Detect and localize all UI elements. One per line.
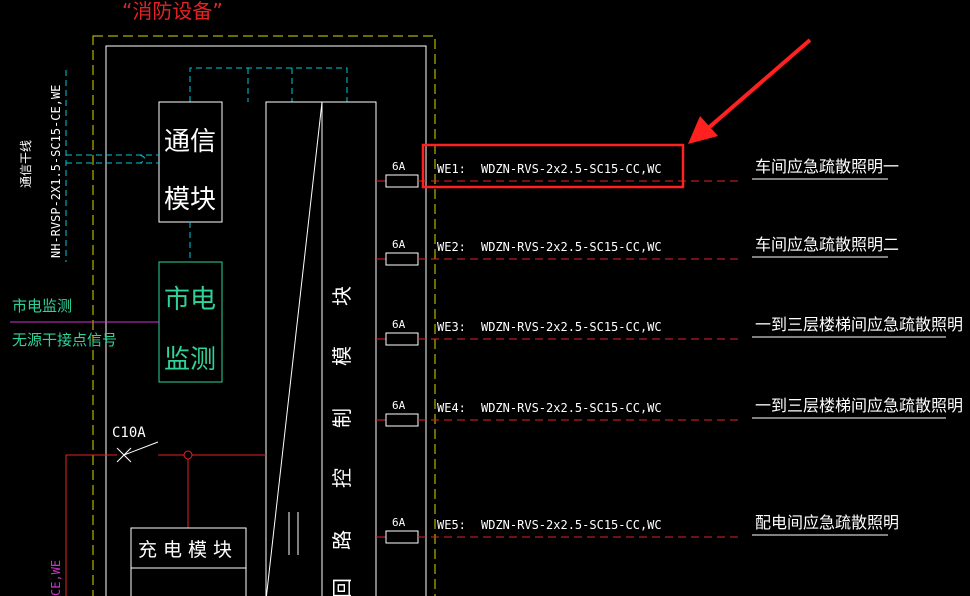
comm-trunk-lines	[65, 70, 159, 262]
circuit-destination: 车间应急疏散照明一	[755, 157, 899, 176]
circuit-destination: 一到三层楼梯间应急疏散照明	[755, 315, 963, 334]
loop-control-diagonal	[265, 101, 323, 596]
circuit-fuse	[385, 252, 419, 266]
circuit-destination: 配电间应急疏散照明	[755, 513, 899, 532]
side-cable-label: NH-RVSP-2X1.5-SC15-CE,WE	[49, 85, 63, 258]
highlight-box	[421, 143, 685, 189]
panel-title: “消防设备”	[122, 0, 223, 23]
comm-module-label-2: 模块	[164, 185, 216, 215]
dry-contact-label: 无源干接点信号	[12, 331, 117, 349]
loop-control-char: 块	[330, 286, 354, 306]
circuit-destination: 一到三层楼梯间应急疏散照明	[755, 396, 963, 415]
circuit-cable: WDZN-RVS-2x2.5-SC15-CC,WC	[481, 401, 662, 415]
circuit-fuse	[385, 174, 419, 188]
loop-control-char: 控	[330, 468, 354, 488]
main-breaker-rating: C10A	[112, 425, 146, 441]
circuit-fuse	[385, 530, 419, 544]
circuit-fuse-rating: 6A	[392, 318, 406, 331]
circuit-cable: WDZN-RVS-2x2.5-SC15-CC,WC	[481, 320, 662, 334]
circuit-id: WE4:	[437, 401, 466, 415]
circuit-fuse	[385, 413, 419, 427]
loop-control-char: 路	[330, 530, 354, 550]
circuit-fuse-rating: 6A	[392, 160, 406, 173]
circuit-cable: WDZN-RVS-2x2.5-SC15-CC,WC	[481, 162, 662, 176]
loop-control-char: 制	[330, 408, 354, 428]
output-circuits: 6A WE1: WDZN-RVS-2x2.5-SC15-CC,WC 车间应急疏散照明一…	[376, 157, 963, 544]
circuit-id: WE1:	[437, 162, 466, 176]
comm-bus	[189, 67, 348, 102]
loop-control-char: 回	[330, 578, 354, 596]
comm-module-label-1: 通信	[164, 127, 216, 157]
circuit-fuse-rating: 6A	[392, 399, 406, 412]
circuit-cable: WDZN-RVS-2x2.5-SC15-CC,WC	[481, 240, 662, 254]
circuit-fuse-rating: 6A	[392, 516, 406, 529]
bottom-cable-fragment: CE,WE	[49, 560, 63, 596]
circuit-fuse	[385, 332, 419, 346]
circuit-cable: WDZN-RVS-2x2.5-SC15-CC,WC	[481, 518, 662, 532]
monitor-module-label-2: 监测	[164, 345, 216, 375]
circuit-id: WE2:	[437, 240, 466, 254]
main-breaker-wiring	[65, 441, 266, 596]
circuit-id: WE3:	[437, 320, 466, 334]
circuit-destination: 车间应急疏散照明二	[755, 235, 899, 254]
charge-module-label: 充电模块	[138, 539, 238, 561]
loop-control-char: 模	[330, 346, 354, 366]
highlight-arrow	[688, 38, 812, 144]
loop-control-ticks	[288, 512, 299, 555]
side-trunk-label: 通信干线	[19, 140, 33, 188]
circuit-id: WE5:	[437, 518, 466, 532]
monitor-module-label-1: 市电	[164, 285, 216, 315]
loop-control-box	[265, 101, 377, 596]
enclosure-outline	[92, 35, 436, 596]
circuit-fuse-rating: 6A	[392, 238, 406, 251]
inner-frame	[105, 45, 427, 596]
mains-monitor-label: 市电监测	[12, 297, 72, 315]
